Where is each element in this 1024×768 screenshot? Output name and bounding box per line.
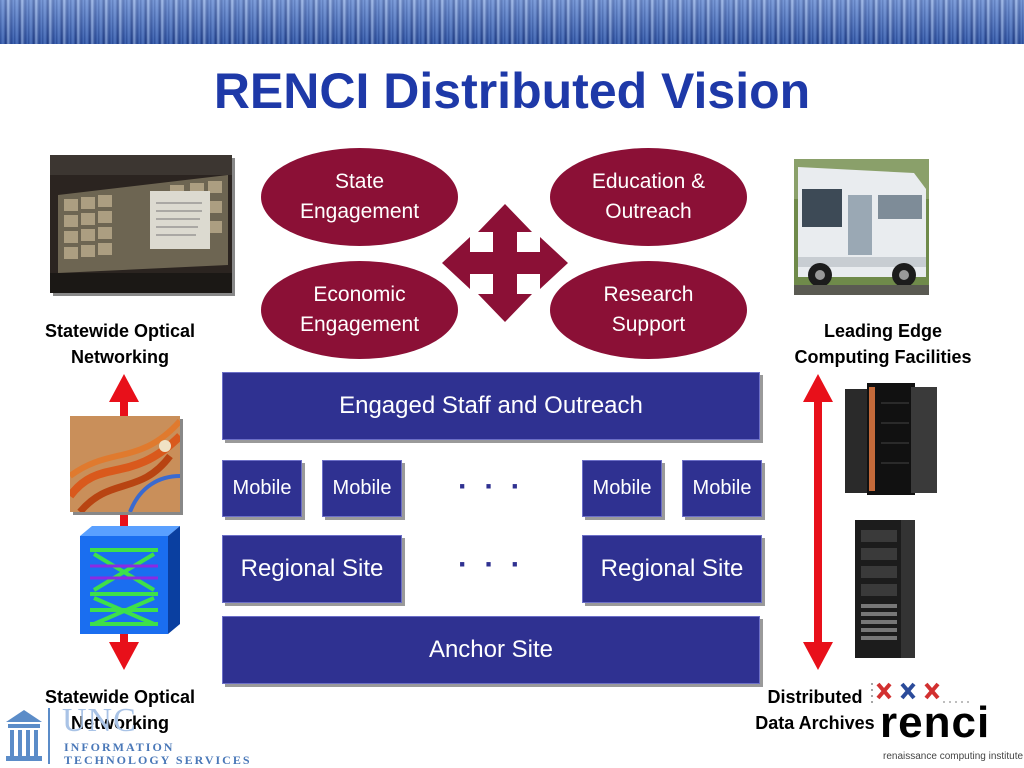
mobile-box: Mobile — [582, 460, 662, 517]
unc-line2: TECHNOLOGY SERVICES — [64, 753, 252, 767]
renci-subtitle: renaissance computing institute — [883, 751, 1024, 762]
left-caption-top: Statewide Optical Networking — [44, 321, 196, 367]
right-caption-top: Leading Edge Computing Facilities — [794, 321, 972, 367]
header-banner-shade — [0, 0, 1024, 44]
regional-site-box: Regional Site — [582, 535, 762, 603]
right-caption-bottom: Distributed Data Archives — [755, 687, 875, 733]
unc-wordmark: UNC — [62, 702, 137, 739]
left-vertical-double-arrow — [109, 374, 139, 670]
renci-wordmark: renci — [880, 698, 991, 747]
renci-x-mark-logo — [871, 682, 969, 703]
economic-engagement-ellipse: Economic Engagement — [261, 261, 458, 359]
mobile-bus-photo — [794, 159, 929, 295]
storage-rack-photo — [855, 520, 915, 658]
supercomputer-photo — [845, 383, 937, 495]
regional-site-box: Regional Site — [222, 535, 402, 603]
ellipsis-dots: · · · — [458, 548, 525, 581]
ellipsis-dots: · · · — [458, 470, 525, 503]
logo-divider — [48, 708, 50, 764]
research-support-ellipse: Research Support — [550, 261, 747, 359]
state-engagement-ellipse: State Engagement — [261, 148, 458, 246]
network-switch-icon — [80, 526, 180, 634]
video-wall-photo — [50, 155, 232, 293]
left-caption-bottom: Statewide Optical Networking — [44, 687, 196, 733]
four-way-arrow-icon — [442, 204, 568, 322]
header-banner — [0, 0, 1024, 44]
anchor-site-box: Anchor Site — [222, 616, 760, 684]
slide-title: RENCI Distributed Vision — [213, 63, 811, 119]
unc-line1: INFORMATION — [64, 740, 175, 754]
mobile-box: Mobile — [222, 460, 302, 517]
mobile-box: Mobile — [682, 460, 762, 517]
education-outreach-ellipse: Education & Outreach — [550, 148, 747, 246]
mobile-box: Mobile — [322, 460, 402, 517]
fiber-cable-photo — [70, 416, 180, 512]
engaged-staff-box: Engaged Staff and Outreach — [222, 372, 760, 440]
right-vertical-double-arrow — [803, 374, 833, 670]
unc-well-logo — [6, 710, 42, 761]
